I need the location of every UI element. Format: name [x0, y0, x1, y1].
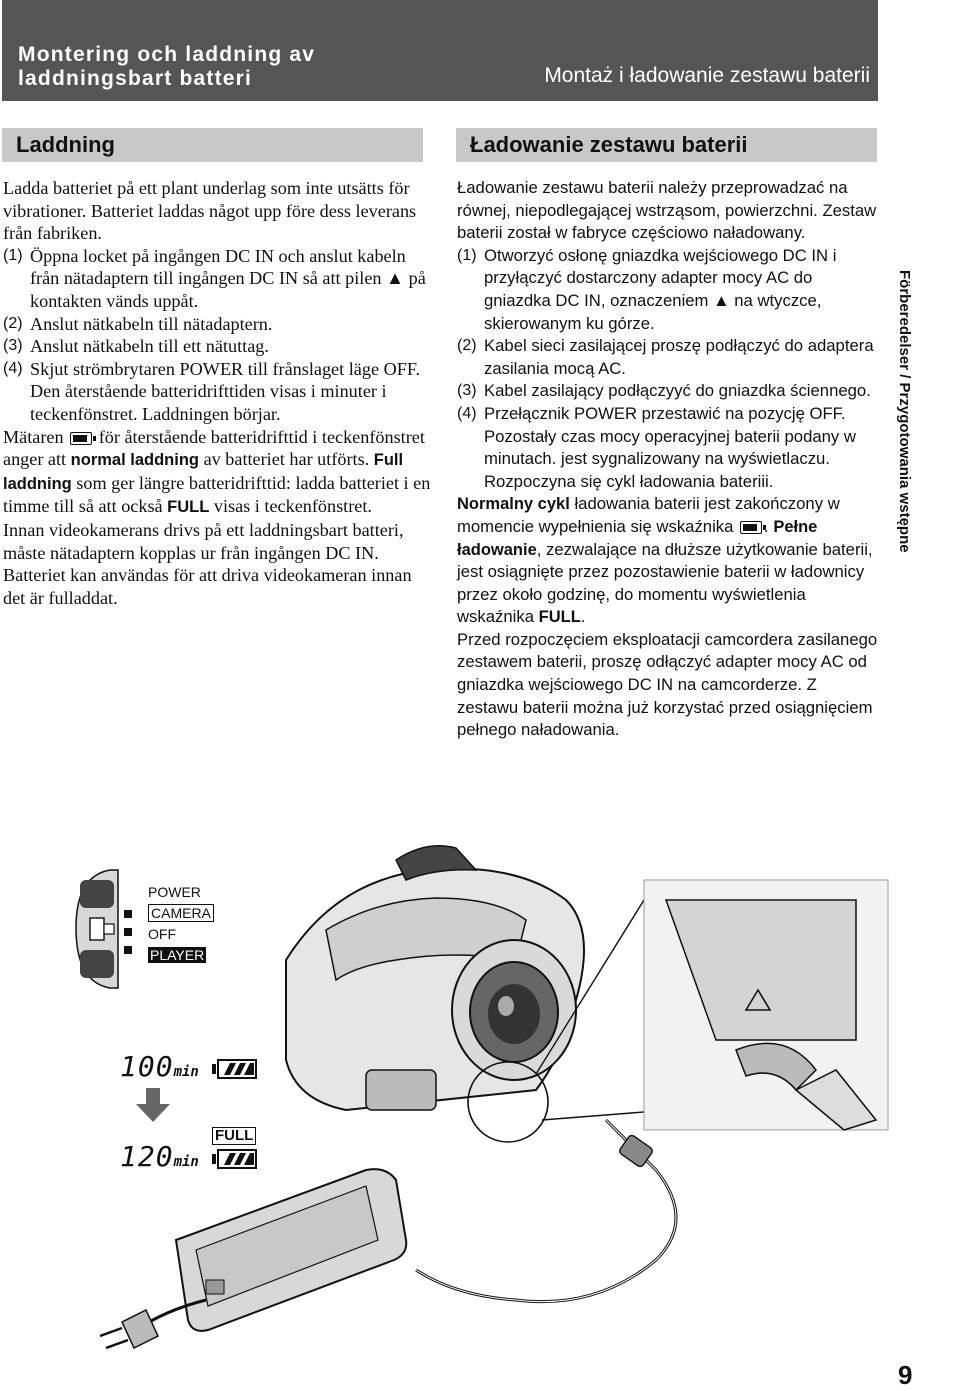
remaining-minutes: 120: [120, 1140, 174, 1173]
step-text: Öppna locket på ingången DC IN och anslu…: [30, 245, 426, 311]
option-label: CAMERA: [148, 904, 214, 922]
section-bar-polish: Ładowanie zestawu baterii: [456, 128, 877, 162]
section-title-polish: Ładowanie zestawu baterii: [470, 132, 748, 157]
text-run: av batteriet har utförts.: [203, 449, 370, 470]
display-readout-before: 100min: [120, 1050, 199, 1083]
dc-in-detail-inset: [643, 879, 889, 1131]
step-number: (2): [3, 314, 23, 332]
step-number: (2): [457, 337, 477, 355]
camcorder-icon: [285, 845, 585, 1112]
option-label: OFF: [148, 926, 176, 942]
minutes-unit: min: [173, 1154, 199, 1170]
battery-icon: [740, 521, 767, 534]
bold-text: FULL: [167, 498, 210, 517]
swedish-intro: Ladda batteriet på ett plant underlag so…: [3, 178, 417, 244]
step-text: Skjut strömbrytaren POWER till frånslage…: [30, 358, 421, 424]
swedish-step-2: (2) Anslut nätkabeln till nätadaptern.: [3, 313, 433, 336]
polish-step-2: (2) Kabel sieci zasilającej proszę podłąc…: [457, 335, 882, 380]
step-number: (3): [457, 382, 477, 400]
step-number: (4): [457, 404, 477, 422]
mains-plug-icon: [99, 1308, 159, 1350]
step-number: (4): [3, 359, 23, 377]
swedish-charge-paragraph: Mätaren för återstående batteridrifttid …: [3, 426, 433, 519]
page-header: Montering och laddning av laddningsbart …: [2, 0, 878, 101]
polish-charge-paragraph: Normalny cykl ładowania baterii jest zak…: [457, 494, 873, 627]
swedish-step-1: (1) Öppna locket på ingången DC IN och an…: [3, 245, 433, 313]
polish-column: Ładowanie zestawu baterii należy przepro…: [457, 177, 882, 742]
camcorder-charging-illustration: [99, 845, 889, 1350]
page-number: 9: [898, 1360, 913, 1390]
section-title-swedish: Laddning: [16, 132, 115, 157]
minutes-unit: min: [173, 1064, 199, 1080]
side-label-text: Förberedelser / Przygotowania wstępne: [896, 270, 913, 553]
display-readout-after: 120min: [120, 1140, 199, 1173]
battery-gauge-full-icon: [212, 1149, 257, 1169]
power-switch-labels: POWER CAMERA OFF PLAYER: [148, 882, 214, 966]
step-text: Otworzyć osłonę gniazdka wejściowego DC …: [484, 245, 837, 333]
step-text: Przełącznik POWER przestawić na pozycję …: [484, 403, 856, 491]
swedish-column: Ladda batteriet på ett plant underlag so…: [3, 177, 433, 609]
battery-gauge-icon: [212, 1059, 257, 1079]
section-bar-swedish: Laddning: [2, 128, 423, 162]
battery-icon: [70, 431, 97, 445]
remaining-minutes: 100: [120, 1050, 174, 1083]
step-text: Anslut nätkabeln till nätadaptern.: [30, 313, 273, 334]
switch-title: POWER: [148, 884, 201, 900]
option-label: PLAYER: [148, 947, 207, 963]
header-title-swedish: Montering och laddning av laddningsbart …: [18, 43, 316, 90]
switch-option-camera: CAMERA: [148, 903, 214, 924]
power-switch-illustration: [75, 869, 132, 989]
bold-text: FULL: [538, 608, 581, 627]
side-section-label: Förberedelser / Przygotowania wstępne: [888, 270, 918, 600]
text-run: , zezwalające na dłuższe użytkowanie bat…: [457, 539, 873, 627]
switch-option-player: PLAYER: [148, 945, 214, 966]
header-title-polish: Montaż i ładowanie zestawu baterii: [544, 64, 870, 87]
text-run: ładowania baterii jest zakończony w mome…: [457, 494, 840, 536]
arrow-down-icon: [136, 1088, 170, 1122]
polish-step-3: (3) Kabel zasilający podłączyyć do gniazd…: [457, 380, 882, 403]
step-text: Kabel zasilający podłączyyć do gniazdka …: [484, 381, 871, 401]
swedish-note-paragraph: Innan videokamerans drivs på ett laddnin…: [3, 519, 412, 608]
full-indicator: FULL: [212, 1127, 257, 1145]
text-run: Mätaren: [3, 426, 64, 447]
swedish-step-4: (4) Skjut strömbrytaren POWER till frånsl…: [3, 358, 433, 426]
detail-circle: [467, 1061, 549, 1143]
step-text: Anslut nätkabeln till ett nätuttag.: [30, 336, 269, 357]
text-run: för återstående batteridrifttid i tecken…: [3, 426, 425, 470]
text-run: som ger längre batteridrifttid: ladda ba…: [3, 472, 431, 517]
switch-option-off: OFF: [148, 924, 214, 945]
ac-adapter-icon: [174, 1168, 408, 1332]
polish-intro: Ładowanie zestawu baterii należy przepro…: [457, 178, 877, 243]
polish-note-paragraph: Przed rozpoczęciem eksploatacji camcorde…: [457, 629, 878, 740]
step-text: Kabel sieci zasilającej proszę podłączyć…: [484, 336, 874, 378]
polish-step-4: (4) Przełącznik POWER przestawić na pozyc…: [457, 403, 882, 493]
step-number: (1): [457, 246, 477, 264]
bold-text: Normalny cykl: [457, 495, 570, 514]
step-number: (1): [3, 246, 23, 264]
polish-step-1: (1) Otworzyć osłonę gniazdka wejściowego …: [457, 245, 882, 335]
bold-text: Full laddning: [3, 451, 404, 493]
bold-text: normal laddning: [70, 451, 200, 470]
bold-text: Pełne ładowanie: [457, 517, 818, 559]
step-number: (3): [3, 337, 23, 355]
swedish-step-3: (3) Anslut nätkabeln till ett nätuttag.: [3, 335, 433, 358]
text-run: visas i teckenfönstret.: [213, 496, 372, 517]
